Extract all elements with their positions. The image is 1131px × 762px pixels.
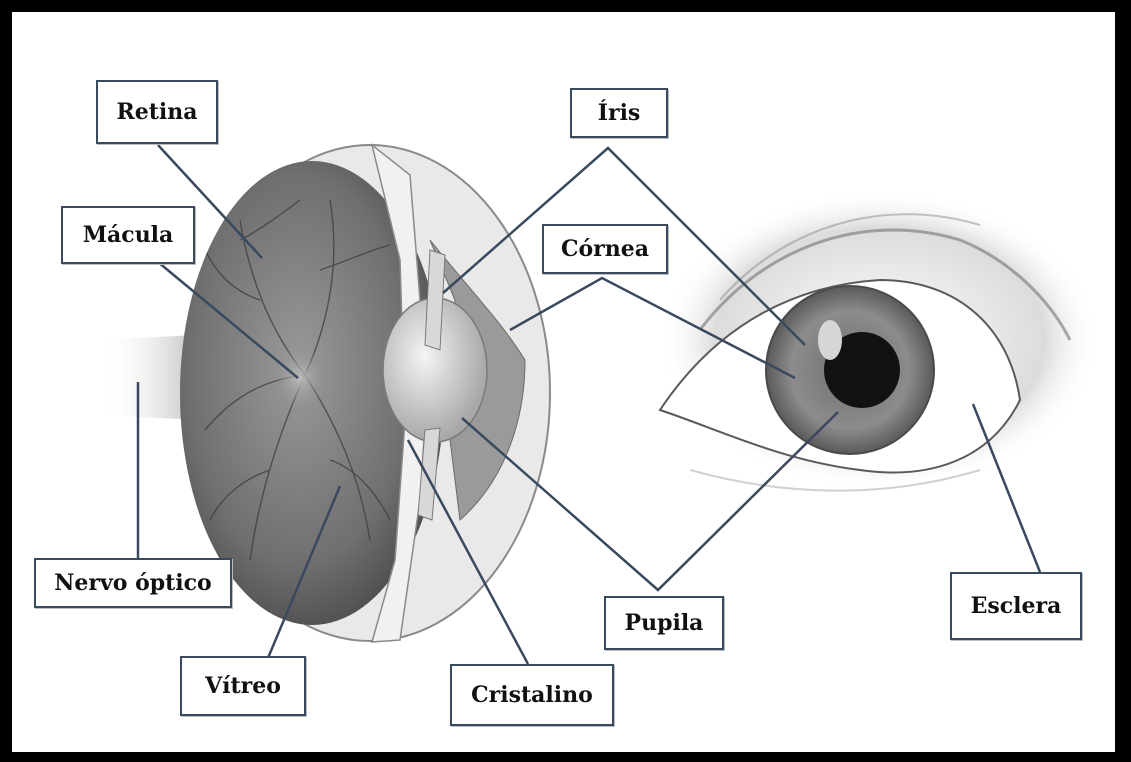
- external-eye: [660, 190, 1100, 491]
- label-vitreo: Vítreo: [180, 656, 306, 716]
- label-pupila: Pupila: [604, 596, 724, 650]
- label-nervo-optico: Nervo óptico: [34, 558, 232, 608]
- label-cornea: Córnea: [542, 224, 668, 274]
- label-cristalino: Cristalino: [450, 664, 614, 726]
- label-esclera: Esclera: [950, 572, 1082, 640]
- label-macula: Mácula: [61, 206, 195, 264]
- eyeball-section: [180, 145, 550, 642]
- macula-spot: [272, 344, 328, 412]
- label-iris: Íris: [570, 88, 668, 138]
- label-retina: Retina: [96, 80, 218, 144]
